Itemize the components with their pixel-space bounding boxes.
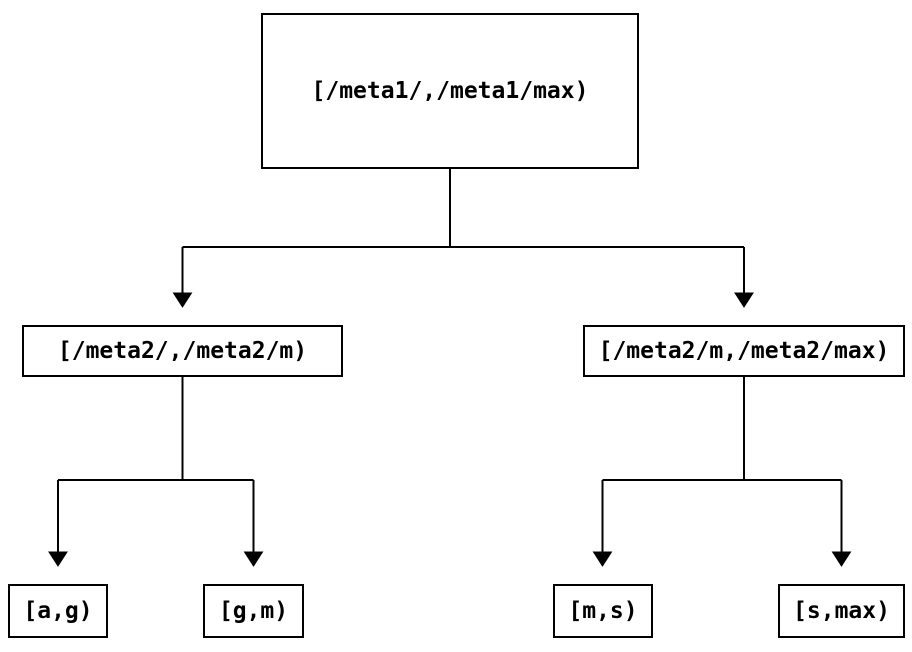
- node-leaf-m-s-label: [m,s): [568, 598, 638, 624]
- arrowhead-down-icon: [734, 292, 754, 308]
- node-leaf-g-m-label: [g,m): [218, 598, 289, 624]
- node-leaf-a-g-label: [a,g): [23, 598, 93, 624]
- connector-meta2-upper-to-leaves: [592, 377, 852, 567]
- node-leaf-m-s: [m,s): [553, 584, 653, 638]
- node-root-label: [/meta1/,/meta1/max): [311, 78, 589, 104]
- node-meta2-lower-label: [/meta2/,/meta2/m): [57, 338, 308, 364]
- node-root: [/meta1/,/meta1/max): [261, 13, 639, 169]
- arrowhead-down-icon: [592, 551, 613, 567]
- node-leaf-a-g: [a,g): [8, 584, 108, 638]
- connector-meta2-lower-to-leaves: [48, 377, 264, 567]
- arrowhead-down-icon: [243, 551, 264, 567]
- arrowhead-down-icon: [831, 551, 852, 567]
- node-meta2-upper-label: [/meta2/m,/meta2/max): [598, 338, 890, 364]
- node-meta2-upper: [/meta2/m,/meta2/max): [583, 325, 905, 377]
- node-leaf-g-m: [g,m): [203, 584, 304, 638]
- node-meta2-lower: [/meta2/,/meta2/m): [22, 325, 343, 377]
- node-leaf-s-max: [s,max): [778, 584, 905, 638]
- arrowhead-down-icon: [48, 551, 68, 567]
- arrowhead-down-icon: [172, 292, 193, 308]
- connector-root-to-level2: [172, 169, 754, 308]
- node-leaf-s-max-label: [s,max): [793, 598, 890, 624]
